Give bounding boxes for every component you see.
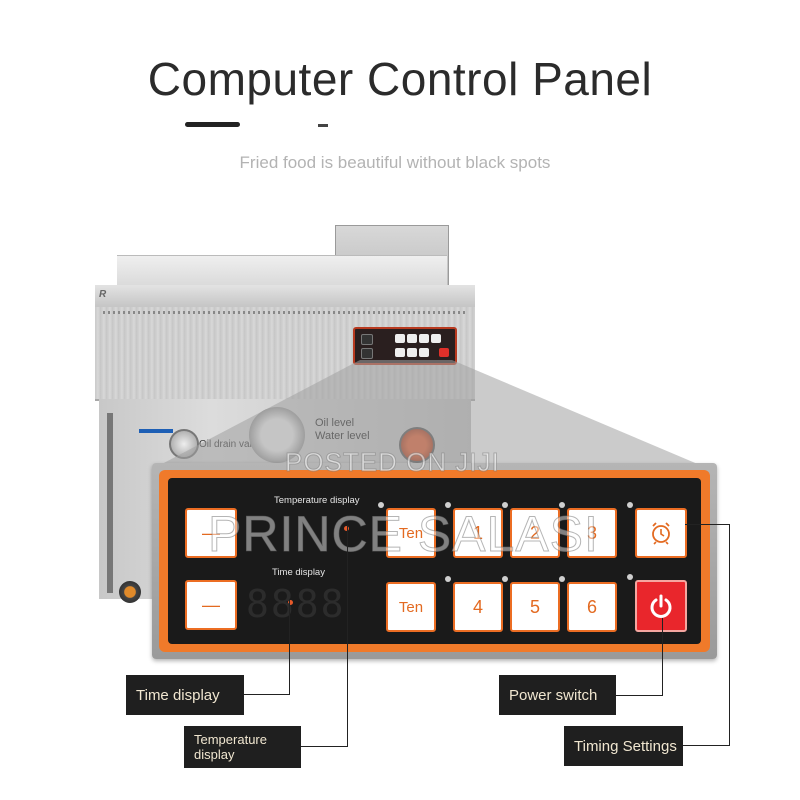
callout-time-display: Time display [126, 675, 244, 715]
vent-strip [103, 311, 467, 314]
number-label: 5 [529, 596, 540, 617]
indicator-dot [344, 526, 349, 531]
watermark-name: PRINCE SALASI [208, 506, 599, 563]
plus-key[interactable]: — [185, 508, 237, 558]
ten-label: Ten [398, 524, 424, 542]
water-level-label: Water level [315, 430, 370, 442]
indicator-dot [288, 600, 293, 605]
callout-timing-settings: Timing Settings [564, 726, 683, 766]
number-key-4[interactable]: 4 [445, 576, 503, 632]
callout-line [683, 745, 730, 746]
brand-logo: R [99, 289, 107, 300]
minus-key[interactable]: — [185, 580, 237, 630]
panel-face: Temperature display Time display — — 888… [168, 478, 701, 644]
callout-line [685, 524, 729, 525]
door-slot [107, 413, 113, 593]
valve-handle [139, 429, 173, 433]
number-key-6[interactable]: 6 [559, 576, 617, 632]
minus-key-label: — [202, 594, 220, 615]
number-label: 4 [472, 596, 483, 617]
oil-drain-valve [169, 429, 199, 459]
scribble-mark [185, 122, 240, 127]
number-label: 6 [586, 596, 597, 617]
page-subtitle: Fried food is beautiful without black sp… [239, 153, 551, 172]
oil-level-labels: Oil level Water level [315, 417, 370, 443]
callout-line [616, 695, 663, 696]
oil-level-label: Oil level [315, 417, 355, 429]
callout-line [729, 524, 730, 746]
callout-line [347, 525, 348, 746]
time-seven-segment-display: 8888 [246, 582, 346, 626]
callout-temperature-display: Temperature display [184, 726, 301, 768]
number-label: 2 [529, 522, 540, 543]
ten-label: Ten [398, 598, 424, 616]
number-key-2[interactable]: 2 [502, 502, 560, 558]
mini-control-panel [353, 327, 457, 365]
number-label: 1 [472, 522, 483, 543]
number-label: 3 [586, 522, 597, 543]
callout-line [662, 618, 663, 695]
number-key-5[interactable]: 5 [502, 576, 560, 632]
callout-line [289, 600, 290, 694]
control-panel: Temperature display Time display — — 888… [152, 463, 717, 659]
timing-key[interactable] [627, 502, 687, 558]
scribble-mark [318, 124, 328, 127]
watermark-posted: POSTED ON JIJI [285, 447, 500, 478]
time-display-label: Time display [272, 567, 325, 578]
temperature-display-label: Temperature display [274, 495, 360, 506]
alarm-clock-icon [652, 522, 670, 545]
callout-power-switch: Power switch [499, 675, 616, 715]
callout-line [244, 694, 290, 695]
plus-key-label: — [202, 522, 220, 543]
page-title: Computer Control Panel [147, 53, 653, 105]
power-icon [650, 594, 672, 618]
ten-key-row1[interactable]: Ten [378, 502, 436, 558]
callout-line [300, 746, 348, 747]
caster-wheel [119, 581, 141, 603]
fryer-worktop [95, 285, 475, 308]
panel-orange-border: Temperature display Time display — — 888… [159, 470, 710, 652]
power-button[interactable] [627, 574, 687, 632]
number-key-3[interactable]: 3 [559, 502, 617, 558]
ten-key-row2[interactable]: Ten [386, 582, 436, 632]
number-key-1[interactable]: 1 [445, 502, 503, 558]
